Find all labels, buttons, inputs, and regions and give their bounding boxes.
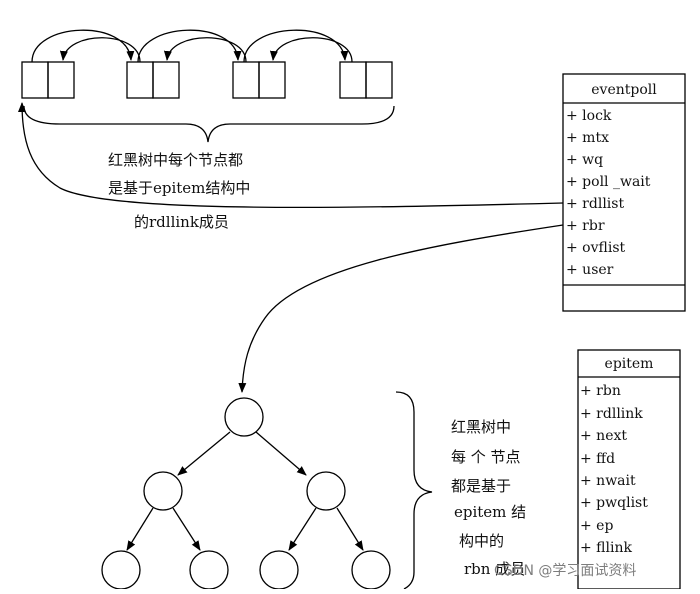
list-node-4 — [339, 61, 393, 99]
eventpoll-field-poll-wait: + poll _wait — [566, 174, 651, 190]
list-node-3 — [232, 61, 286, 99]
eventpoll-field-user: + user — [566, 262, 614, 278]
epitem-title: epitem — [605, 356, 654, 372]
list-brace — [23, 105, 395, 143]
tree-edge-left-left — [126, 507, 154, 551]
epitem-field-fllink: + fllink — [580, 540, 632, 556]
eventpoll-title: eventpoll — [591, 82, 657, 98]
tree-edge-root-left — [177, 431, 231, 476]
eventpoll-field-rbr: + rbr — [566, 218, 605, 234]
eventpoll-field-mtx: + mtx — [566, 130, 609, 146]
link-arrow-2-to-1 — [59, 37, 141, 63]
link-arrow-3-to-4 — [243, 29, 349, 63]
epitem-field-next: + next — [580, 428, 627, 444]
eventpoll-field-lock: + lock — [566, 108, 612, 124]
ready-list — [21, 61, 393, 99]
epitem-field-ffd: + ffd — [580, 451, 615, 467]
tree-note-line-6: rbn 成员 — [464, 560, 525, 578]
tree-node-leaf-3 — [259, 550, 299, 590]
tree-node-right — [306, 471, 346, 511]
list-note-line-3: 的rdllink成员 — [134, 213, 229, 231]
link-arrow-4-to-3 — [269, 37, 353, 63]
epitem-field-rbn: + rbn — [580, 383, 621, 399]
list-note-line-1: 红黑树中每个节点都 — [108, 151, 243, 169]
list-node-1 — [21, 61, 75, 99]
tree-note-line-2: 每 个 节点 — [451, 448, 521, 466]
csdn-watermark: CSDN @学习面试资料 — [494, 563, 636, 579]
tree-edge-left-right — [172, 507, 201, 551]
tree-node-leaf-2 — [189, 550, 229, 590]
tree-note-line-1: 红黑树中 — [451, 418, 511, 436]
tree-edge-root-right — [255, 431, 307, 476]
tree-node-root — [224, 397, 264, 437]
eventpoll-field-rdllist: + rdllist — [566, 196, 624, 212]
link-arrow-3-to-2 — [163, 37, 247, 63]
tree-note-line-3: 都是基于 — [451, 477, 511, 495]
tree-brace — [395, 391, 433, 590]
eventpoll-field-ovflist: + ovflist — [566, 240, 626, 256]
list-links — [31, 29, 353, 63]
eventpoll-field-wq: + wq — [566, 152, 603, 168]
rb-tree — [101, 397, 391, 590]
eventpoll-box: eventpoll + lock + mtx + wq + poll _wait… — [562, 73, 686, 312]
tree-node-left — [143, 471, 183, 511]
tree-node-leaf-4 — [351, 550, 391, 590]
list-node-2 — [126, 61, 180, 99]
list-note-line-2: 是基于epitem结构中 — [108, 179, 250, 197]
tree-note-line-5: 构中的 — [459, 532, 504, 550]
rbr-pointer-arrow — [238, 224, 564, 393]
epitem-field-pwqlist: + pwqlist — [580, 495, 648, 511]
tree-edge-right-right — [336, 507, 364, 551]
epitem-box: epitem + rbn + rdllink + next + ffd + nw… — [577, 349, 681, 590]
tree-node-leaf-1 — [101, 550, 141, 590]
link-arrow-2-to-3 — [137, 29, 242, 63]
tree-note-line-4: epitem 结 — [454, 503, 526, 521]
rdllist-pointer-arrow — [18, 102, 564, 209]
tree-edge-right-left — [288, 507, 317, 551]
epitem-field-nwait: + nwait — [580, 473, 636, 489]
epitem-field-ep: + ep — [580, 518, 613, 534]
epitem-field-rdllink: + rdllink — [580, 406, 643, 422]
link-arrow-1-to-2 — [31, 29, 135, 63]
